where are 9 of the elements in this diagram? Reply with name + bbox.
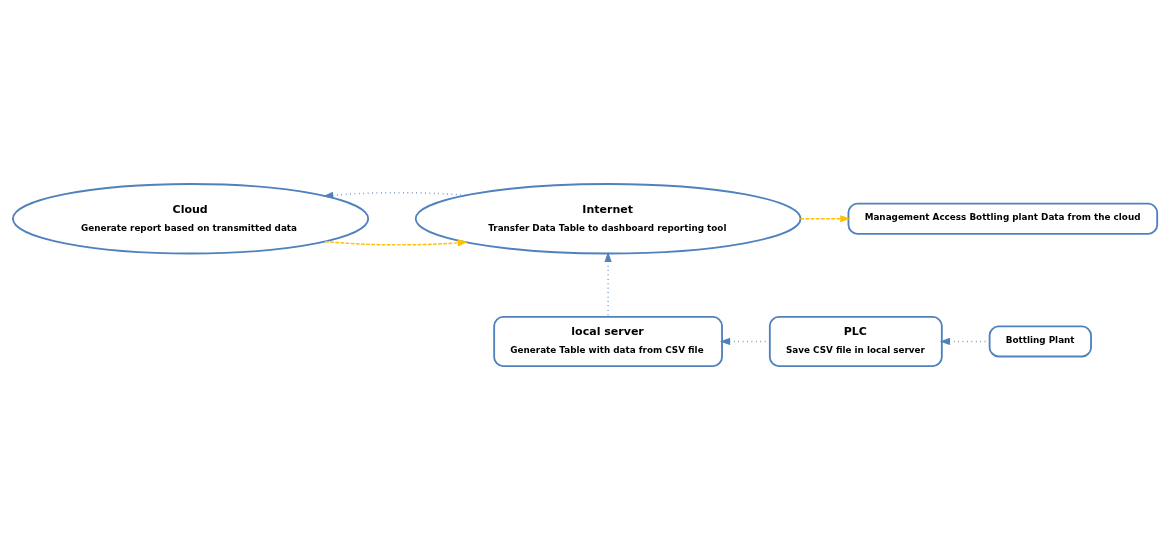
arrow xyxy=(324,239,468,247)
node-box: PLC Save CSV file in local server xyxy=(768,315,943,367)
node-box: Bottling Plant xyxy=(988,325,1092,358)
node-ellipse: Cloud Generate report based on transmitted data xyxy=(12,183,370,255)
node-ellipse: Internet Transfer Data Table to dashboard reporting tool xyxy=(414,183,802,255)
node-box: local server Generate Table with data from CSV file xyxy=(493,315,723,367)
arrow xyxy=(604,251,612,318)
node-box: Management Access Bottling plant Data from the cloud xyxy=(847,202,1159,235)
arrow xyxy=(799,215,851,223)
